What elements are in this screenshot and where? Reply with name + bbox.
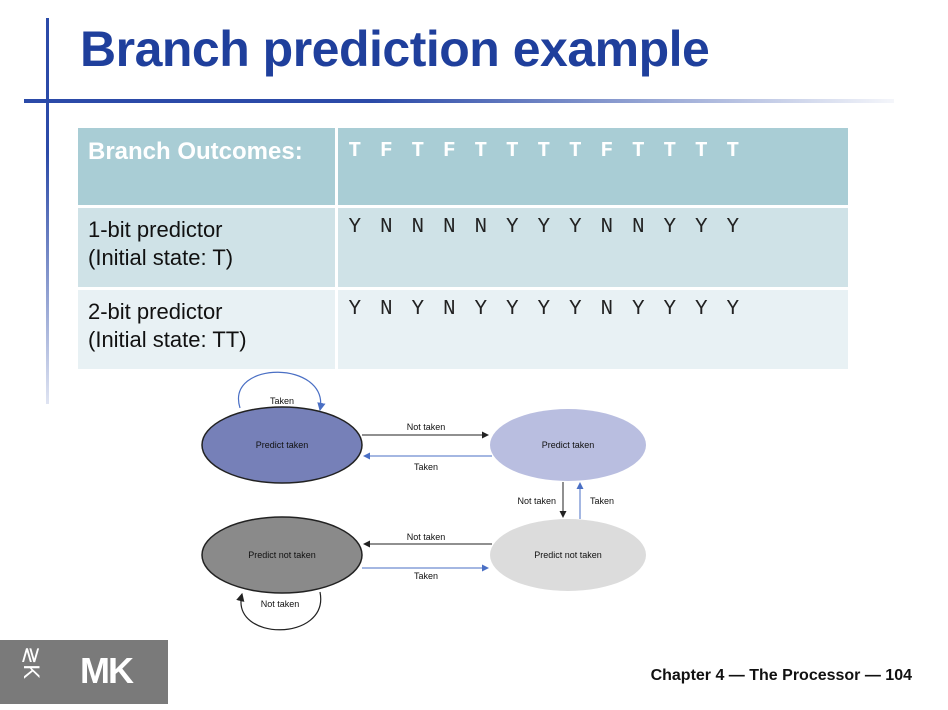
prediction-1bit-13: Y bbox=[726, 216, 740, 239]
prediction-1bit-9: N bbox=[600, 216, 614, 239]
prediction-1bit-5: N bbox=[474, 216, 488, 239]
slide-title: Branch prediction example bbox=[80, 21, 710, 77]
state-strong-not-taken bbox=[201, 516, 363, 594]
prediction-1bit-11: Y bbox=[663, 216, 677, 239]
label-top-not-taken: Not taken bbox=[407, 422, 446, 432]
state-label-weak-taken: Predict taken bbox=[542, 440, 595, 450]
prediction-2bit-5: Y bbox=[474, 298, 488, 321]
outcome-5: T bbox=[474, 140, 488, 163]
label-self-not-taken: Not taken bbox=[261, 599, 300, 609]
state-weak-not-taken bbox=[490, 519, 646, 591]
outcome-8: T bbox=[569, 140, 582, 163]
prediction-1bit-12: Y bbox=[695, 216, 708, 239]
row-label-line2: (Initial state: T) bbox=[88, 244, 234, 270]
row-label-line1: 1-bit predictor bbox=[88, 217, 223, 242]
prediction-1bit-8: Y bbox=[569, 216, 582, 239]
arrow-self-taken bbox=[237, 371, 326, 412]
prediction-2bit-2: N bbox=[380, 298, 393, 321]
publisher-logo: ≷K MK bbox=[0, 640, 168, 704]
outcome-12: T bbox=[695, 140, 708, 163]
arrow-self-not-taken bbox=[236, 591, 322, 631]
label-bottom-taken: Taken bbox=[414, 571, 438, 581]
prediction-2bit-3: Y bbox=[411, 298, 425, 321]
state-label-strong-not-taken: Predict not taken bbox=[248, 550, 316, 560]
prediction-1bit-7: Y bbox=[537, 216, 551, 239]
row-label-1bit: 1-bit predictor (Initial state: T) bbox=[78, 205, 336, 289]
logo-side-glyph: ≷K bbox=[19, 646, 44, 680]
outcome-1: T bbox=[348, 140, 362, 163]
state-label-weak-not-taken: Predict not taken bbox=[534, 550, 602, 560]
label-right-taken: Taken bbox=[590, 496, 614, 506]
logo-mk-text: MK bbox=[80, 650, 134, 691]
prediction-2bit-8: Y bbox=[569, 298, 582, 321]
title-accent-vertical bbox=[46, 18, 49, 404]
prediction-1bit-3: N bbox=[411, 216, 425, 239]
prediction-1bit-1: Y bbox=[348, 216, 362, 239]
label-self-taken: Taken bbox=[270, 396, 294, 406]
prediction-1bit-2: N bbox=[380, 216, 393, 239]
outcome-13: T bbox=[726, 140, 740, 163]
prediction-2bit-1: Y bbox=[348, 298, 362, 321]
prediction-2bit-4: N bbox=[443, 298, 456, 321]
outcome-7: T bbox=[537, 140, 551, 163]
outcome-3: T bbox=[411, 140, 425, 163]
outcome-10: T bbox=[632, 140, 645, 163]
prediction-1bit-6: Y bbox=[506, 216, 519, 239]
state-label-strong-taken: Predict taken bbox=[256, 440, 309, 450]
label-top-taken: Taken bbox=[414, 462, 438, 472]
outcome-6: T bbox=[506, 140, 519, 163]
title-accent-horizontal bbox=[24, 99, 894, 103]
state-strong-taken bbox=[201, 406, 363, 484]
row-label-2bit: 2-bit predictor (Initial state: TT) bbox=[78, 287, 336, 369]
label-right-not-taken: Not taken bbox=[517, 496, 556, 506]
prediction-2bit-11: Y bbox=[663, 298, 677, 321]
prediction-2bit-13: Y bbox=[726, 298, 740, 321]
prediction-2bit-12: Y bbox=[695, 298, 708, 321]
outcome-9: F bbox=[600, 140, 614, 163]
outcome-4: F bbox=[443, 140, 456, 163]
prediction-1bit-10: N bbox=[632, 216, 645, 239]
prediction-1bit-4: N bbox=[443, 216, 456, 239]
prediction-2bit-6: Y bbox=[506, 298, 519, 321]
row-label-line1: 2-bit predictor bbox=[88, 299, 223, 324]
state-weak-taken bbox=[490, 409, 646, 481]
outcome-2: F bbox=[380, 140, 393, 163]
prediction-2bit-10: Y bbox=[632, 298, 645, 321]
prediction-2bit-9: N bbox=[600, 298, 614, 321]
outcome-11: T bbox=[663, 140, 677, 163]
row-label-line2: (Initial state: TT) bbox=[88, 326, 247, 352]
label-bottom-not-taken: Not taken bbox=[407, 532, 446, 542]
state-machine-diagram: Taken Predict taken Predict taken Predic… bbox=[201, 371, 646, 631]
slide-footer: Chapter 4 — The Processor — 104 bbox=[650, 667, 912, 684]
header-label: Branch Outcomes: bbox=[78, 128, 336, 207]
prediction-2bit-7: Y bbox=[537, 298, 551, 321]
